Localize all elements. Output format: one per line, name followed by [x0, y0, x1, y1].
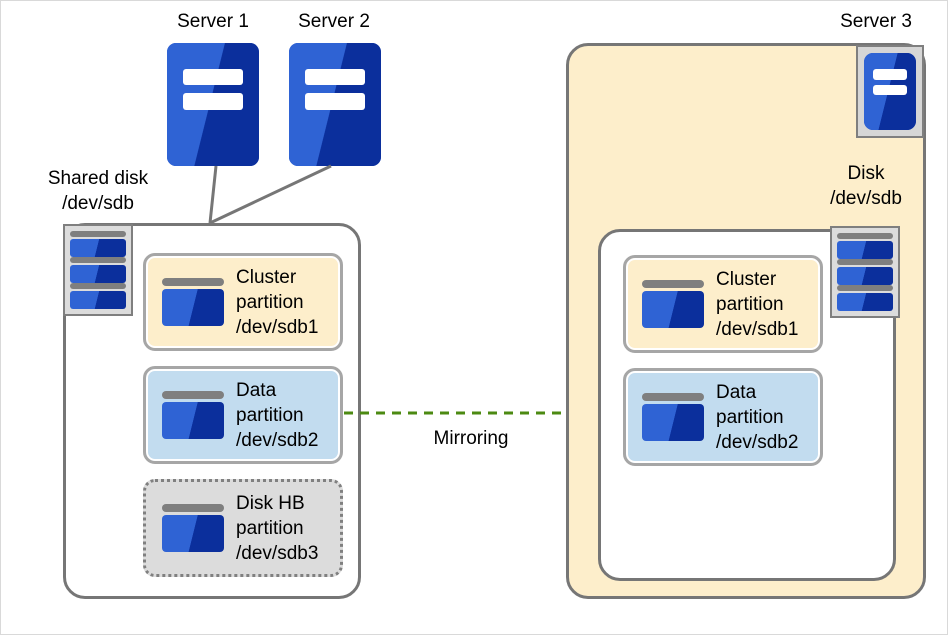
disk-unit-cap [70, 231, 126, 237]
disk-unit-body [837, 267, 893, 285]
server2-label: Server 2 [298, 11, 370, 32]
shared-data-partition-label: Data partition /dev/sdb2 [236, 379, 319, 451]
partition-disk-cap [162, 504, 224, 512]
server3-cluster-partition: Cluster partition /dev/sdb1 [623, 255, 823, 353]
shared-data-partition: Data partition /dev/sdb2 [143, 366, 343, 464]
partition-disk-icon [642, 393, 704, 441]
disk-unit-2 [70, 257, 126, 283]
partition-disk-icon [162, 391, 224, 439]
partition-disk-cap [642, 393, 704, 401]
partition-disk-cap [642, 280, 704, 288]
partition-disk-icon [162, 504, 224, 552]
partition-disk-icon [642, 280, 704, 328]
partition-disk-cap [162, 391, 224, 399]
partition-disk-body [162, 515, 224, 552]
server3-disk-stack-icon [830, 226, 900, 318]
server3-disk-label: Disk /dev/sdb [830, 163, 902, 209]
server1-icon-bar-bottom [182, 93, 244, 111]
server3-label: Server 3 [840, 11, 912, 32]
partition-disk-body [642, 291, 704, 328]
partition-disk-body [642, 404, 704, 441]
partition-disk-icon [162, 278, 224, 326]
disk-unit-3 [70, 283, 126, 309]
partition-disk-cap [162, 278, 224, 286]
disk-unit-body [70, 291, 126, 309]
server1-icon-bar-top [182, 68, 244, 86]
disk-unit-cap [837, 259, 893, 265]
server3-icon-frame [856, 45, 924, 138]
disk-unit-body [837, 293, 893, 311]
server3-icon-bar-bottom [872, 84, 908, 95]
shared-cluster-partition: Cluster partition /dev/sdb1 [143, 253, 343, 351]
disk-unit-body [70, 239, 126, 257]
server2-icon-bar-bottom [304, 93, 366, 111]
server1-icon [167, 43, 259, 166]
disk-unit-3 [837, 285, 893, 311]
shared-disk-stack-icon [63, 224, 133, 316]
server3-icon [864, 53, 916, 130]
shared-diskhb-partition-label: Disk HB partition /dev/sdb3 [236, 492, 319, 564]
server2-icon-bar-top [304, 68, 366, 86]
partition-disk-body [162, 289, 224, 326]
disk-unit-body [837, 241, 893, 259]
shared-cluster-partition-label: Cluster partition /dev/sdb1 [236, 266, 319, 338]
server2-icon [289, 43, 381, 166]
server3-data-partition-label: Data partition /dev/sdb2 [716, 381, 799, 453]
disk-unit-1 [837, 233, 893, 259]
disk-unit-cap [70, 257, 126, 263]
shared-diskhb-partition: Disk HB partition /dev/sdb3 [143, 479, 343, 577]
server3-cluster-partition-label: Cluster partition /dev/sdb1 [716, 268, 799, 340]
mirroring-label: Mirroring [433, 428, 509, 449]
shared-disk-label: Shared disk /dev/sdb [47, 168, 149, 214]
disk-unit-cap [837, 285, 893, 291]
disk-unit-cap [837, 233, 893, 239]
server3-icon-bar-top [872, 69, 908, 80]
server1-label: Server 1 [177, 11, 249, 32]
disk-unit-body [70, 265, 126, 283]
disk-unit-cap [70, 283, 126, 289]
server3-data-partition: Data partition /dev/sdb2 [623, 368, 823, 466]
partition-disk-body [162, 402, 224, 439]
disk-unit-2 [837, 259, 893, 285]
disk-unit-1 [70, 231, 126, 257]
